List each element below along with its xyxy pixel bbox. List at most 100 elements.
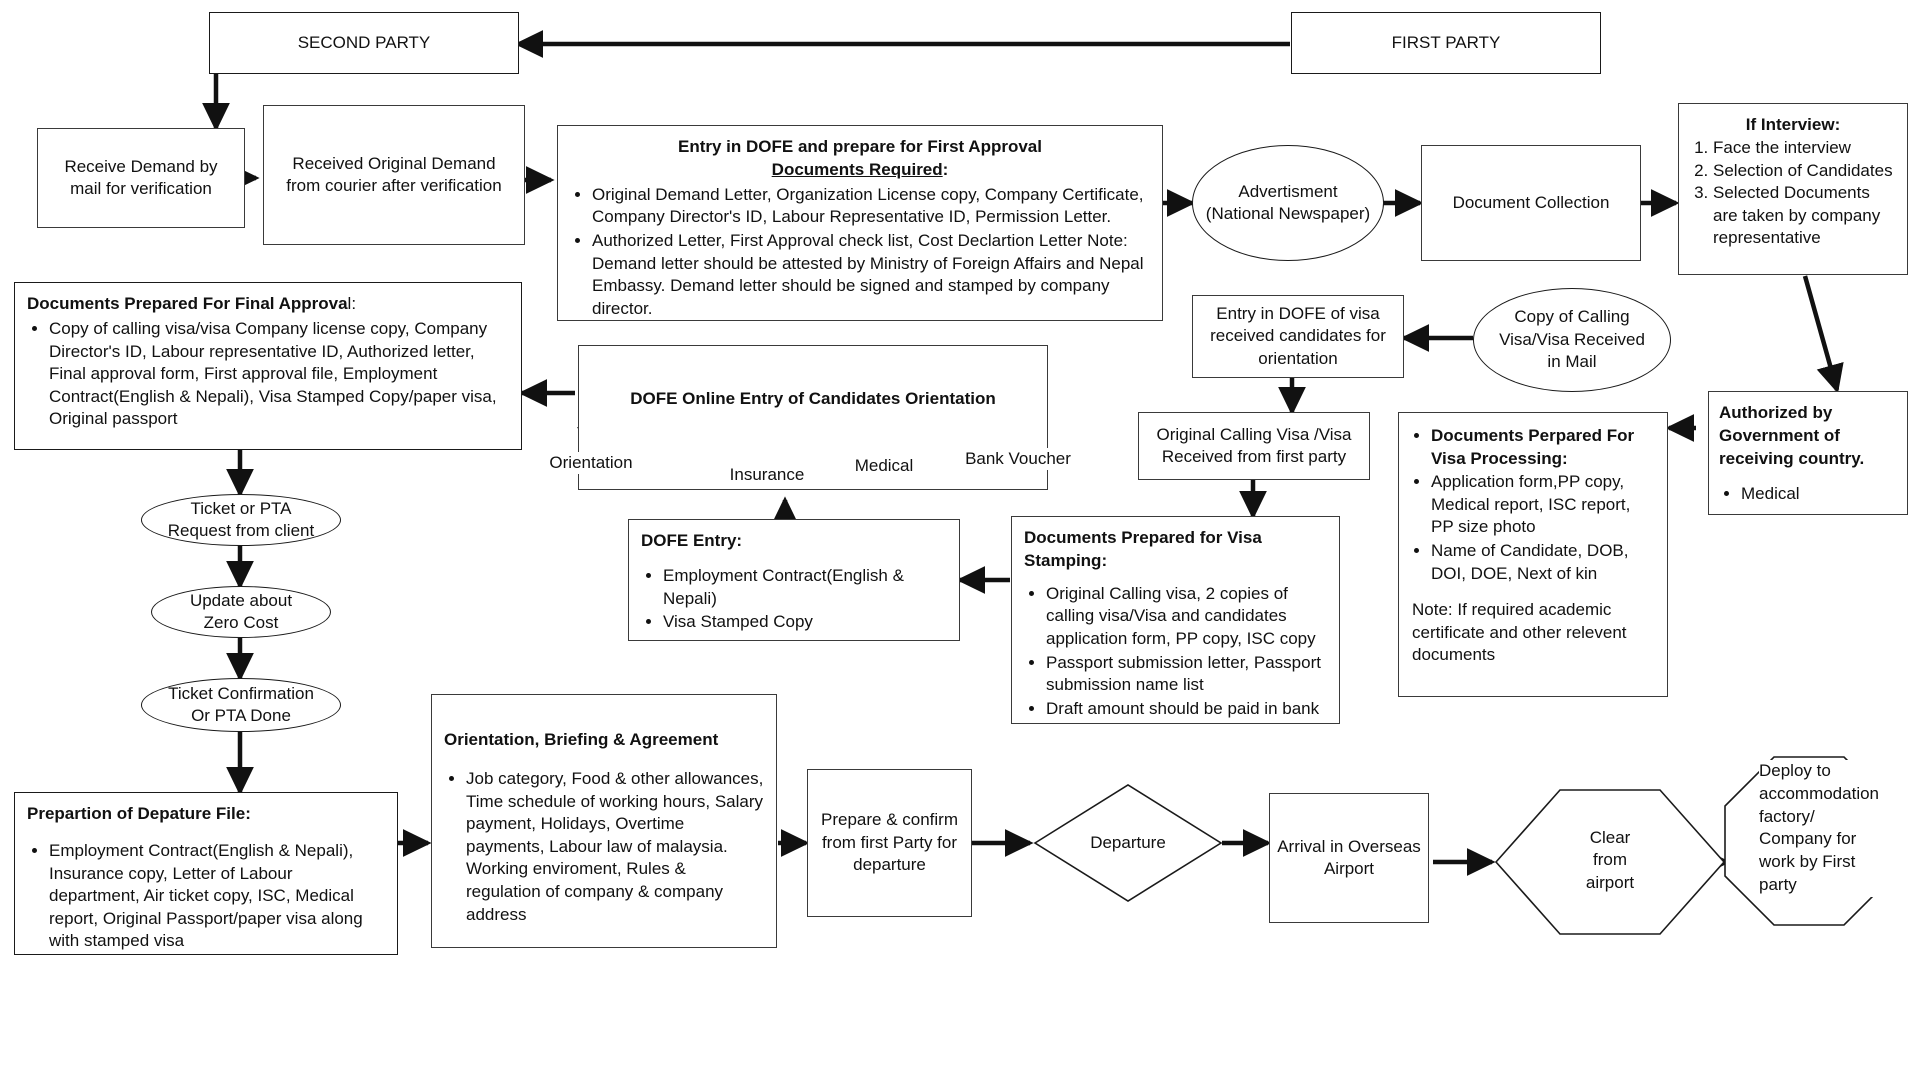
node-prepare-confirm-departure[interactable]: Prepare & confirm from first Party for d… xyxy=(807,769,972,917)
document-collection-label: Document Collection xyxy=(1452,192,1610,212)
dofe-branch-label: Orientation xyxy=(549,453,633,472)
dofe-branch-label: Medical xyxy=(854,456,914,475)
list-item: Face the interview xyxy=(1713,137,1897,160)
second-party-label: SECOND PARTY xyxy=(297,32,431,52)
list-item: Draft amount should be paid in bank xyxy=(1046,698,1327,721)
ticket-confirmation-line-2: Or PTA Done xyxy=(191,706,291,725)
node-ticket-confirmation[interactable]: Ticket Confirmation Or PTA Done xyxy=(141,678,341,732)
documents-visa-stamping-bullets: Original Calling visa, 2 copies of calli… xyxy=(1024,583,1327,721)
first-party-label: FIRST PARTY xyxy=(1391,32,1501,52)
ticket-pta-request-label: Ticket or PTA Request from client xyxy=(168,498,314,543)
update-zero-cost-line-1: Update about xyxy=(189,590,293,610)
deploy-line-3: factory/ xyxy=(1759,806,1815,826)
list-item: Job category, Food & other allowances, T… xyxy=(466,768,764,926)
node-entry-dofe-visa-received[interactable]: Entry in DOFE of visa received candidate… xyxy=(1192,295,1404,378)
node-original-calling-visa[interactable]: Original Calling Visa /Visa Received fro… xyxy=(1138,412,1370,480)
list-item: Name of Candidate, DOB, DOI, DOE, Next o… xyxy=(1431,540,1657,585)
node-preparation-departure-file[interactable]: Prepartion of Depature File: Employment … xyxy=(14,792,398,955)
dofe-branch-orientation: Orientation xyxy=(530,452,652,475)
original-calling-visa-line-1: Original Calling Visa /Visa xyxy=(1156,424,1352,444)
entry-dofe-visa-line-3: orientation xyxy=(1258,348,1338,368)
entry-dofe-visa-line-2: received candidates for xyxy=(1210,326,1386,346)
list-item: Authorized Letter, First Approval check … xyxy=(592,230,1150,320)
dofe-entry-title: DOFE Entry: xyxy=(641,531,743,550)
ticket-pta-line-1: Ticket or PTA xyxy=(190,498,292,518)
deploy-line-4: Company for xyxy=(1759,829,1857,849)
node-arrival-overseas-airport[interactable]: Arrival in Overseas Airport xyxy=(1269,793,1429,923)
dofe-entry-bullets: Employment Contract(English & Nepali) Vi… xyxy=(641,565,947,634)
node-received-original-demand[interactable]: Received Original Demand from courier af… xyxy=(263,105,525,245)
documents-visa-processing-note: Note: If required academic certificate a… xyxy=(1412,600,1627,665)
entry-dofe-bullets: Original Demand Letter, Organization Lic… xyxy=(570,184,1150,321)
node-ticket-pta-request[interactable]: Ticket or PTA Request from client xyxy=(141,494,341,546)
list-item: Employment Contract(English & Nepali), I… xyxy=(49,840,385,953)
advertisment-line-2: (National Newspaper) xyxy=(1205,204,1371,223)
entry-dofe-subtitle-suffix: : xyxy=(942,159,949,179)
deploy-line-5: work by First xyxy=(1759,852,1856,871)
documents-visa-processing-bullets: Documents Perpared For Visa Processing: … xyxy=(1409,425,1657,585)
list-item-bold: Documents Perpared For Visa Processing: xyxy=(1431,425,1657,470)
dofe-branch-label: Bank Voucher xyxy=(965,449,1071,468)
authorized-by-government-bullets: Medical xyxy=(1719,483,1897,506)
deploy-label-wrap: Deploy to accommodation factory/ Company… xyxy=(1759,760,1909,897)
original-calling-visa-label: Original Calling Visa /Visa Received fro… xyxy=(1157,424,1352,469)
node-advertisment[interactable]: Advertisment (National Newspaper) xyxy=(1192,145,1384,261)
documents-visa-stamping-title: Documents Prepared for Visa Stamping: xyxy=(1024,528,1262,570)
entry-dofe-subtitle: Documents Required xyxy=(771,159,943,179)
prepare-confirm-departure-label: Prepare & confirm from first Party for d… xyxy=(821,809,958,876)
deploy-accommodation-label: Deploy to accommodation factory/ Company… xyxy=(1759,761,1879,894)
if-interview-title: If Interview: xyxy=(1745,115,1841,134)
copy-calling-visa-line-1: Copy of Calling xyxy=(1514,307,1630,327)
clear-airport-line-3: airport xyxy=(1585,872,1635,892)
node-document-collection[interactable]: Document Collection xyxy=(1421,145,1641,261)
node-orientation-briefing[interactable]: Orientation, Briefing & Agreement Job ca… xyxy=(431,694,777,948)
entry-dofe-subtitle-wrap: Documents Required: xyxy=(570,159,1150,182)
node-update-zero-cost[interactable]: Update about Zero Cost xyxy=(151,586,331,638)
copy-calling-visa-label: Copy of Calling Visa/Visa Received in Ma… xyxy=(1499,306,1645,373)
copy-calling-visa-line-3: in Mail xyxy=(1547,352,1597,372)
receive-demand-label: Receive Demand by mail for verification xyxy=(64,156,218,198)
prepare-confirm-line-1: Prepare & confirm xyxy=(821,810,958,830)
list-item: Medical xyxy=(1741,483,1897,506)
node-receive-demand[interactable]: Receive Demand by mail for verification xyxy=(37,128,245,228)
orientation-briefing-title: Orientation, Briefing & Agreement xyxy=(444,730,719,749)
documents-final-approval-title-wrap: Documents Prepared For Final Approval: xyxy=(27,293,509,316)
node-if-interview[interactable]: If Interview: Face the interview Selecti… xyxy=(1678,103,1908,275)
dofe-branch-insurance: Insurance xyxy=(706,464,828,487)
update-zero-cost-label: Update about Zero Cost xyxy=(190,590,292,635)
arrival-line-1: Arrival in Overseas xyxy=(1277,836,1421,856)
list-item: Passport submission letter, Passport sub… xyxy=(1046,652,1327,697)
list-item: Application form,PP copy, Medical report… xyxy=(1431,471,1657,539)
node-entry-dofe-first-approval[interactable]: Entry in DOFE and prepare for First Appr… xyxy=(557,125,1163,321)
list-item: Selection of Candidates xyxy=(1713,160,1897,183)
received-original-demand-label: Received Original Demand from courier af… xyxy=(286,153,502,195)
node-documents-visa-stamping[interactable]: Documents Prepared for Visa Stamping: Or… xyxy=(1011,516,1340,724)
ticket-pta-line-2: Request from client xyxy=(167,521,315,540)
advertisment-line-1: Advertisment xyxy=(1238,181,1338,201)
node-first-party[interactable]: FIRST PARTY xyxy=(1291,12,1601,74)
node-documents-visa-processing[interactable]: Documents Perpared For Visa Processing: … xyxy=(1398,412,1668,697)
deploy-line-1: Deploy to xyxy=(1759,761,1831,780)
node-dofe-entry[interactable]: DOFE Entry: Employment Contract(English … xyxy=(628,519,960,641)
clear-airport-line-2: from xyxy=(1593,850,1627,870)
dofe-online-entry-title: DOFE Online Entry of Candidates Orientat… xyxy=(630,389,996,408)
prepare-confirm-line-2: from first Party for xyxy=(821,832,958,852)
dofe-branch-medical: Medical xyxy=(823,455,945,478)
clear-from-airport-label: Clear from airport xyxy=(1586,828,1634,892)
node-second-party[interactable]: SECOND PARTY xyxy=(209,12,519,74)
node-documents-final-approval[interactable]: Documents Prepared For Final Approval: C… xyxy=(14,282,522,450)
departure-label: Departure xyxy=(1090,833,1166,852)
copy-calling-visa-line-2: Visa/Visa Received xyxy=(1499,329,1645,349)
deploy-line-2: accommodation xyxy=(1759,783,1880,803)
entry-dofe-visa-line-1: Entry in DOFE of visa xyxy=(1216,303,1380,323)
update-zero-cost-line-2: Zero Cost xyxy=(203,613,279,632)
entry-dofe-visa-received-label: Entry in DOFE of visa received candidate… xyxy=(1210,303,1386,370)
orientation-briefing-bullets: Job category, Food & other allowances, T… xyxy=(444,768,764,926)
list-item: Selected Documents are taken by company … xyxy=(1713,182,1897,250)
node-copy-calling-visa-mail[interactable]: Copy of Calling Visa/Visa Received in Ma… xyxy=(1473,288,1671,392)
node-authorized-by-government[interactable]: Authorized by Government of receiving co… xyxy=(1708,391,1908,515)
list-item: Copy of calling visa/visa Company licens… xyxy=(49,318,509,431)
list-item: Original Calling visa, 2 copies of calli… xyxy=(1046,583,1327,651)
departure-label-wrap: Departure xyxy=(1060,832,1196,855)
